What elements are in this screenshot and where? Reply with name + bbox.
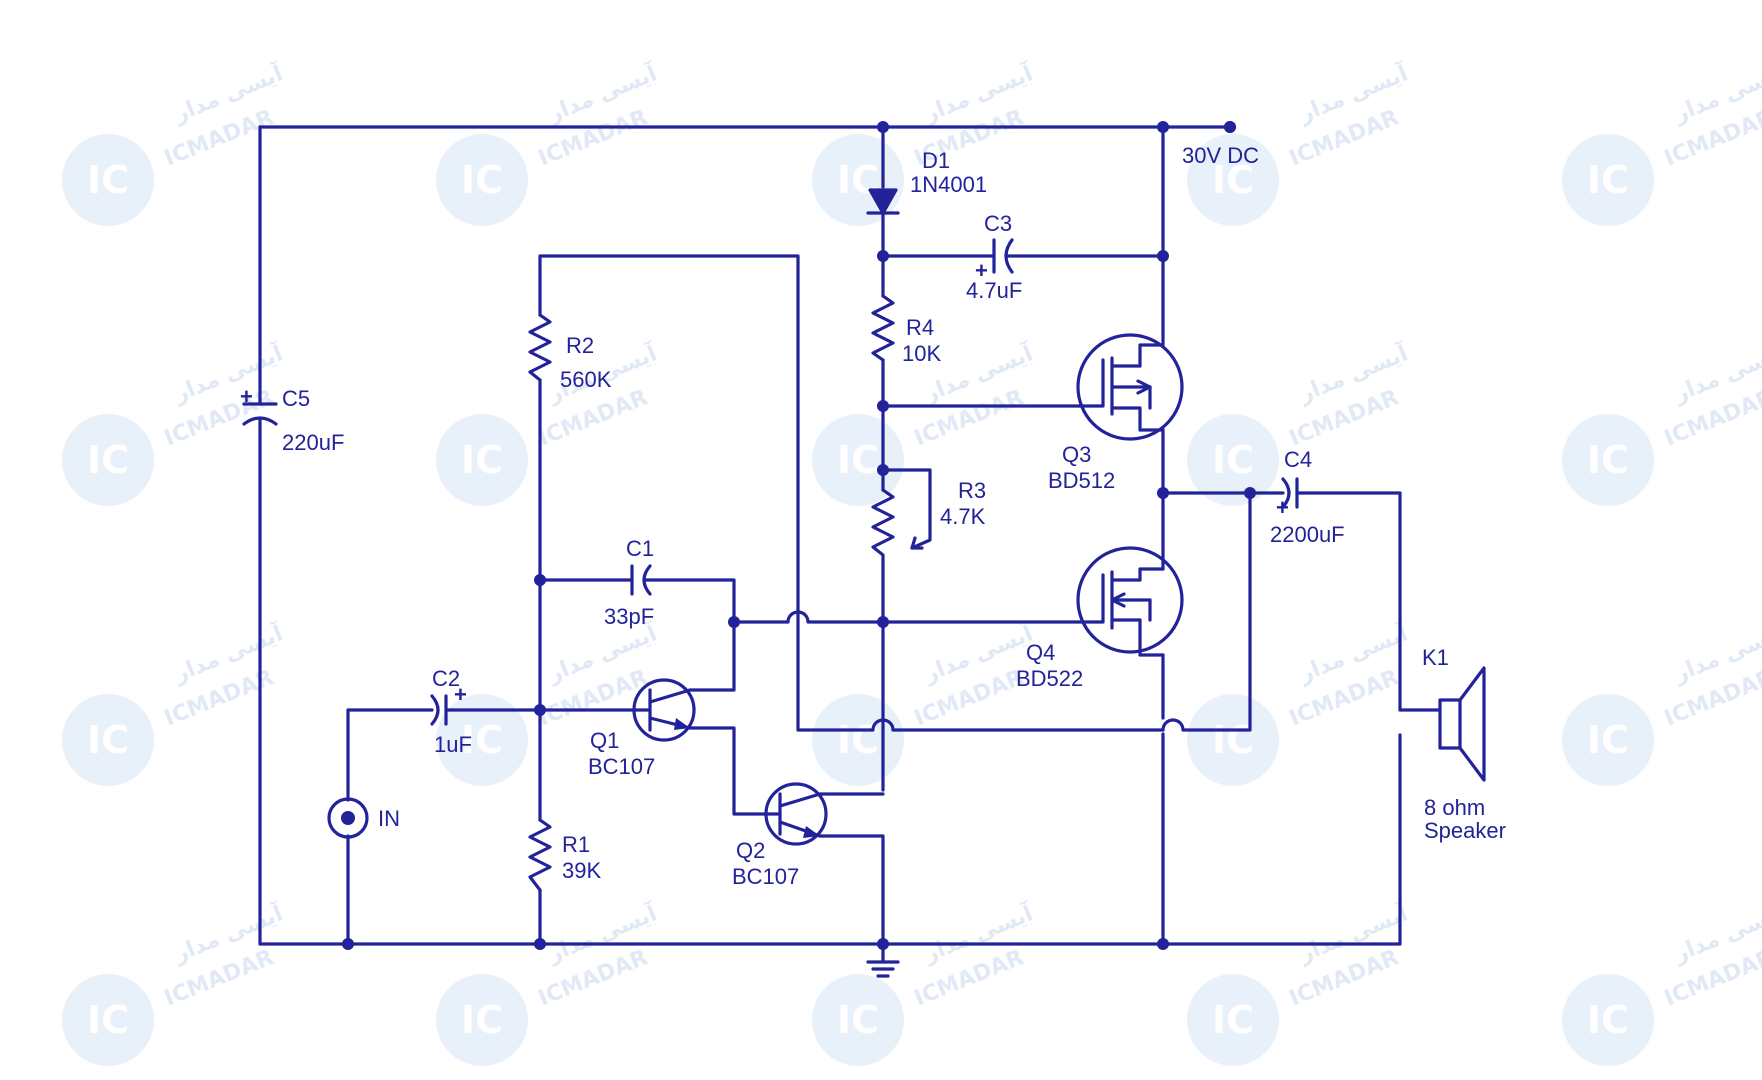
potentiometer-r3 (871, 468, 895, 562)
c3-polarity: + (975, 258, 988, 283)
mosfet-q4 (1076, 546, 1184, 657)
r4-ref: R4 (906, 315, 934, 340)
capacitor-c4 (1281, 477, 1299, 509)
mosfet-q3 (1076, 333, 1184, 441)
r4-value: 10K (902, 341, 941, 366)
k1-value-line2: Speaker (1424, 818, 1506, 843)
d1-value: 1N4001 (910, 172, 987, 197)
svg-text:IC: IC (1212, 998, 1254, 1042)
svg-text:IC: IC (87, 718, 129, 762)
r1-ref: R1 (562, 832, 590, 857)
k1-value-line1: 8 ohm (1424, 795, 1485, 820)
c1-ref: C1 (626, 536, 654, 561)
capacitor-c1 (630, 564, 652, 596)
c3-value: 4.7uF (966, 278, 1022, 303)
svg-text:IC: IC (1212, 718, 1254, 762)
c5-polarity: + (240, 384, 253, 409)
resistor-r4 (871, 294, 895, 362)
speaker-k1 (1438, 666, 1486, 782)
transistor-q2 (764, 782, 828, 846)
q4-value: BD522 (1016, 666, 1083, 691)
d1-ref: D1 (922, 148, 950, 173)
svg-text:IC: IC (1587, 718, 1629, 762)
r1-value: 39K (562, 858, 601, 883)
ground-symbol (866, 960, 900, 978)
diode-d1 (866, 188, 900, 215)
svg-text:IC: IC (837, 718, 879, 762)
capacitor-c3 (992, 238, 1014, 274)
capacitor-c2 (430, 694, 448, 726)
svg-text:IC: IC (461, 438, 503, 482)
q1-value: BC107 (588, 754, 655, 779)
r2-value: 560K (560, 367, 612, 392)
c3-ref: C3 (984, 211, 1012, 236)
capacitor-c5 (242, 402, 278, 426)
r2-ref: R2 (566, 333, 594, 358)
wires (258, 125, 1442, 964)
k1-ref: K1 (1422, 645, 1449, 670)
c5-ref: C5 (282, 386, 310, 411)
c1-value: 33pF (604, 604, 654, 629)
c5-value: 220uF (282, 430, 344, 455)
svg-text:IC: IC (837, 998, 879, 1042)
svg-text:IC: IC (461, 718, 503, 762)
svg-text:IC: IC (87, 158, 129, 202)
c4-polarity: + (1276, 495, 1289, 520)
svg-text:IC: IC (87, 438, 129, 482)
r3-ref: R3 (958, 478, 986, 503)
c2-value: 1uF (434, 732, 472, 757)
transistor-q1 (632, 678, 696, 742)
q2-value: BC107 (732, 864, 799, 889)
svg-text:IC: IC (461, 998, 503, 1042)
svg-text:IC: IC (1587, 438, 1629, 482)
in-label: IN (378, 806, 400, 831)
supply-label: 30V DC (1182, 143, 1259, 168)
svg-text:IC: IC (1212, 158, 1254, 202)
supply-terminal (1224, 121, 1236, 133)
svg-text:IC: IC (461, 158, 503, 202)
input-jack (327, 797, 369, 839)
c4-value: 2200uF (1270, 522, 1345, 547)
q2-ref: Q2 (736, 838, 765, 863)
svg-text:IC: IC (87, 998, 129, 1042)
svg-text:IC: IC (837, 438, 879, 482)
svg-text:IC: IC (1212, 438, 1254, 482)
labels: 30V DC D1 1N4001 C3 + 4.7uF R4 10K R3 4.… (240, 143, 1506, 889)
q3-value: BD512 (1048, 468, 1115, 493)
q4-ref: Q4 (1026, 640, 1055, 665)
svg-text:IC: IC (1587, 158, 1629, 202)
c4-ref: C4 (1284, 447, 1312, 472)
c2-polarity: + (454, 682, 467, 707)
resistor-r1 (528, 818, 552, 892)
c2-ref: C2 (432, 666, 460, 691)
q1-ref: Q1 (590, 728, 619, 753)
resistor-r2 (528, 313, 552, 382)
q3-ref: Q3 (1062, 442, 1091, 467)
svg-text:IC: IC (1587, 998, 1629, 1042)
r3-value: 4.7K (940, 504, 986, 529)
